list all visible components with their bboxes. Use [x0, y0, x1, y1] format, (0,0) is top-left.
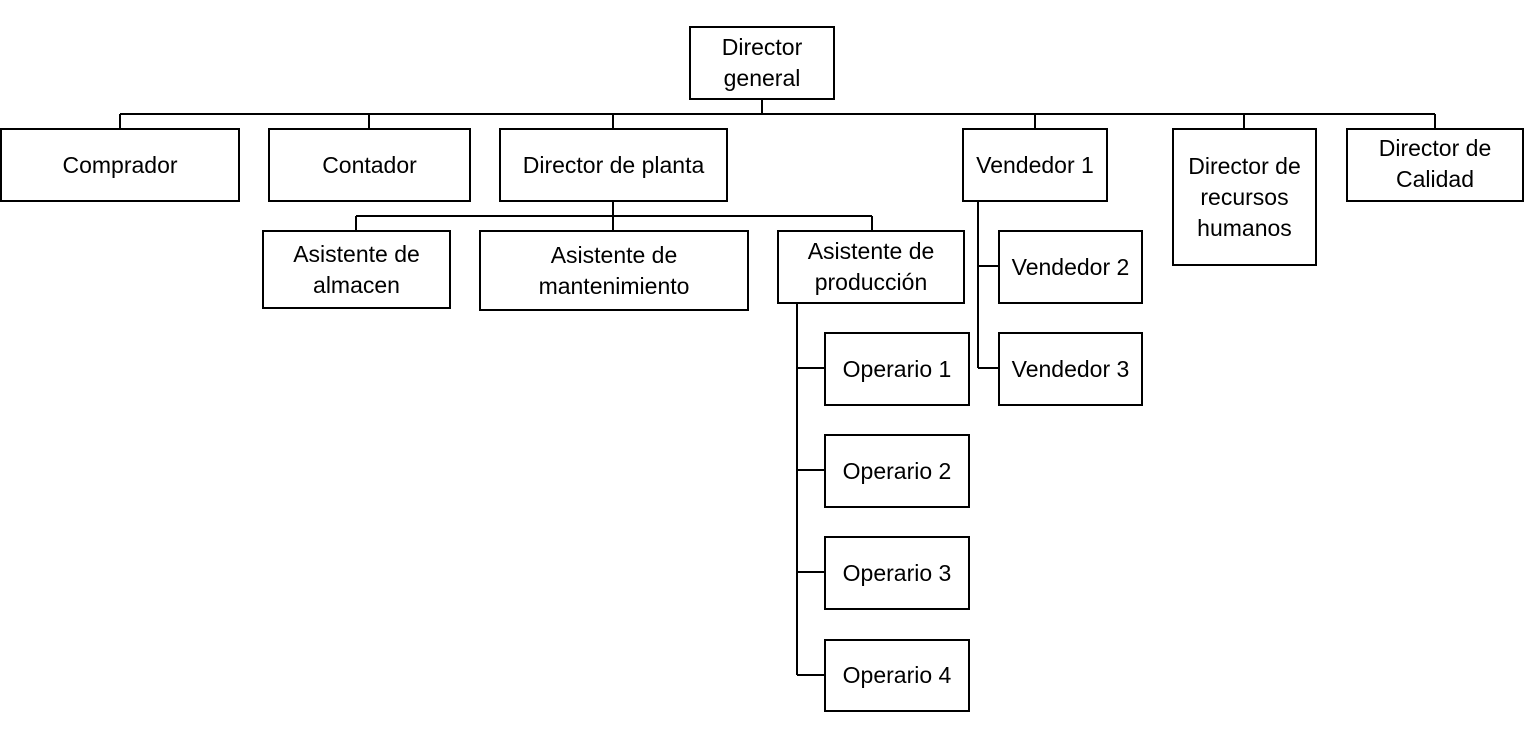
node-operario-2: Operario 2 — [824, 434, 970, 508]
node-director-de-planta: Director de planta — [499, 128, 728, 202]
node-asistente-de-mantenimiento: Asistente de mantenimiento — [479, 230, 749, 311]
node-operario-1: Operario 1 — [824, 332, 970, 406]
node-vendedor-1: Vendedor 1 — [962, 128, 1108, 202]
node-director-de-calidad: Director de Calidad — [1346, 128, 1524, 202]
node-operario-3: Operario 3 — [824, 536, 970, 610]
node-vendedor-2: Vendedor 2 — [998, 230, 1143, 304]
node-vendedor-3: Vendedor 3 — [998, 332, 1143, 406]
node-asistente-de-produccion: Asistente de producción — [777, 230, 965, 304]
node-contador: Contador — [268, 128, 471, 202]
node-director-de-recursos-humanos: Director de recursos humanos — [1172, 128, 1317, 266]
node-comprador: Comprador — [0, 128, 240, 202]
node-director-general: Director general — [689, 26, 835, 100]
node-asistente-de-almacen: Asistente de almacen — [262, 230, 451, 309]
node-operario-4: Operario 4 — [824, 639, 970, 712]
